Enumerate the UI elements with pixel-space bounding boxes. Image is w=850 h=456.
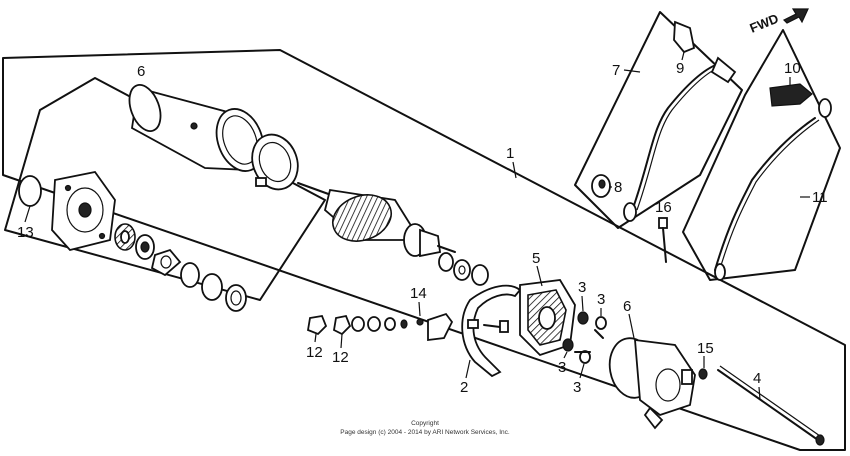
armature <box>297 182 456 258</box>
callout-3-c: 3 <box>558 359 566 376</box>
callout-7: 7 <box>612 62 620 79</box>
svg-text:FWD: FWD <box>748 11 781 36</box>
callout-6-right: 6 <box>623 298 631 315</box>
o-ring <box>18 175 42 207</box>
callout-13: 13 <box>17 224 34 241</box>
callout-3-d: 3 <box>573 379 581 396</box>
washer-15 <box>698 368 708 380</box>
ground-cable-11 <box>714 98 832 281</box>
callout-8: 8 <box>614 179 622 196</box>
field-magnet-ring <box>251 133 299 191</box>
terminal-nut-2 <box>594 316 607 339</box>
brush-plate <box>461 284 522 378</box>
callout-3-b: 3 <box>597 291 605 308</box>
callout-1: 1 <box>506 145 514 162</box>
copyright-line-2: Page design (c) 2004 - 2014 by ARI Netwo… <box>340 429 510 436</box>
terminal-nut-4 <box>574 350 591 364</box>
callout-3-a: 3 <box>578 279 586 296</box>
terminal-boot-8 <box>591 174 611 198</box>
main-assembly-outline <box>2 49 846 451</box>
terminal-nut-1 <box>577 311 589 325</box>
callout-11: 11 <box>812 189 828 206</box>
front-washer-stack <box>135 234 247 312</box>
callout-4: 4 <box>753 370 761 387</box>
front-cover-housing <box>51 171 116 252</box>
bolt-16 <box>658 217 668 263</box>
cable-11-group-outline <box>682 29 841 281</box>
rear-cover <box>608 337 696 430</box>
terminal-cover-9 <box>673 20 696 54</box>
nut-and-washer-stack <box>306 314 408 336</box>
brush-screw <box>483 320 509 333</box>
callout-12-b: 12 <box>332 349 349 366</box>
callout-9: 9 <box>676 60 684 77</box>
callout-2: 2 <box>460 379 468 396</box>
callout-10: 10 <box>784 60 801 77</box>
callout-15: 15 <box>697 340 714 357</box>
front-bearing <box>114 223 136 251</box>
terminal-nut-3 <box>562 338 574 352</box>
rear-washer-stack <box>438 252 489 286</box>
copyright-line-1: Copyright <box>411 420 439 427</box>
callout-5: 5 <box>532 250 540 267</box>
through-bolt <box>717 365 825 446</box>
callout-6-top: 6 <box>137 63 145 80</box>
terminal-cover-10 <box>769 83 813 107</box>
callout-14: 14 <box>410 285 427 302</box>
forward-direction-arrow: FWD <box>748 8 809 36</box>
callout-16: 16 <box>655 199 672 216</box>
front-cover-group-outline <box>4 77 326 301</box>
callout-12-a: 12 <box>306 344 323 361</box>
yoke-housing <box>128 84 265 172</box>
starter-cable-7 <box>623 56 737 222</box>
brush-holder <box>416 312 454 342</box>
